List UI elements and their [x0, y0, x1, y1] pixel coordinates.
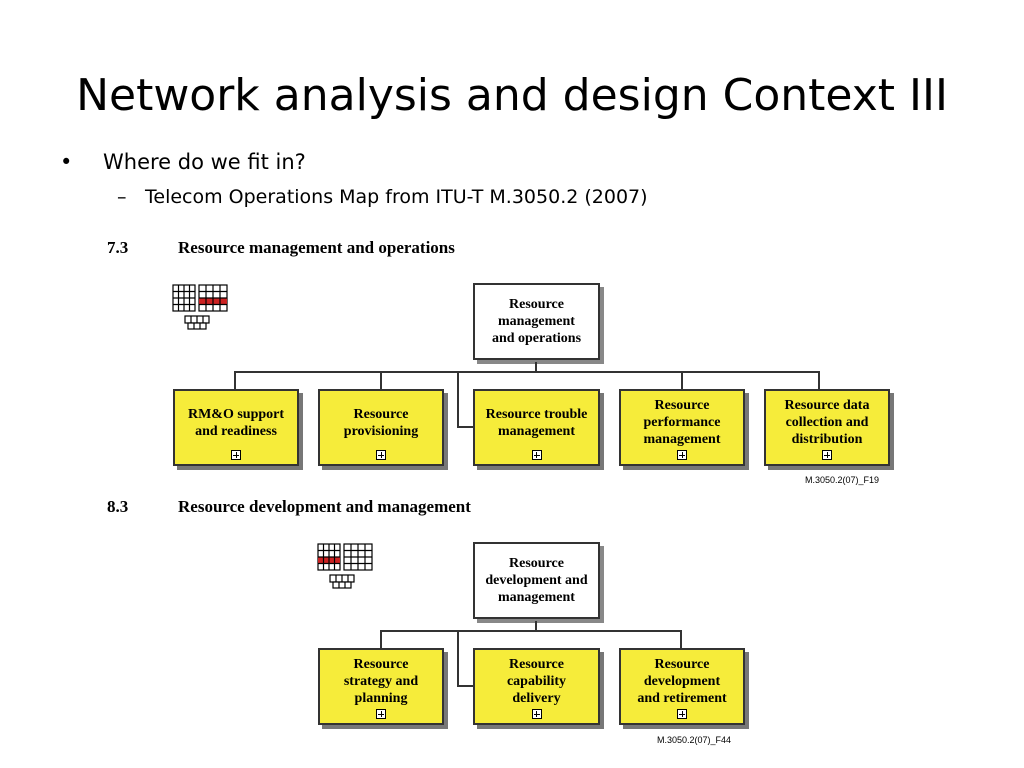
section-title: Resource development and management — [178, 497, 471, 516]
expand-plus-icon — [531, 450, 542, 460]
connector-line — [380, 630, 382, 648]
bullet-marker: • — [60, 150, 73, 174]
sub-bullet-text: Telecom Operations Map from ITU-T M.3050… — [145, 186, 648, 208]
child-box-rmo-support: RM&O support and readiness — [173, 389, 299, 466]
connector-line — [680, 630, 682, 648]
box-label: Resource management and operations — [491, 297, 582, 346]
parent-box-resource-management-operations: Resource management and operations — [473, 283, 600, 360]
child-box-resource-performance-management: Resource performance management — [619, 389, 745, 466]
child-box-resource-development-retirement: Resource development and retirement — [619, 648, 745, 725]
section-title: Resource management and operations — [178, 238, 455, 257]
box-label: Resource performance management — [643, 398, 721, 447]
expand-plus-icon — [231, 450, 241, 460]
box-label: Resource data collection and distributio… — [784, 398, 870, 447]
connector-line — [681, 371, 683, 389]
connector-line — [457, 685, 473, 687]
child-box-resource-provisioning: Resource provisioning — [318, 389, 444, 466]
box-label: Resource trouble management — [485, 406, 588, 439]
figure-reference: M.3050.2(07)_F44 — [657, 735, 732, 745]
expand-plus-icon — [677, 709, 687, 719]
process-grid-icon — [172, 284, 228, 330]
expand-plus-icon — [822, 450, 832, 460]
connector-line — [380, 371, 382, 389]
box-label: RM&O support and readiness — [187, 406, 285, 439]
connector-line — [234, 371, 820, 373]
box-label: Resource development and management — [485, 556, 588, 605]
box-label: Resource provisioning — [343, 406, 419, 439]
connector-line — [457, 426, 473, 428]
child-box-resource-trouble-management: Resource trouble management — [473, 389, 600, 466]
child-box-resource-capability-delivery: Resource capability delivery — [473, 648, 600, 725]
connector-line — [535, 621, 537, 631]
box-label: Resource capability delivery — [506, 657, 567, 706]
expand-plus-icon — [376, 709, 386, 719]
connector-line — [535, 362, 537, 372]
connector-line — [457, 630, 459, 687]
slide-title: Network analysis and design Context III — [76, 70, 948, 121]
process-grid-icon — [317, 543, 373, 589]
bullet-text: Where do we fit in? — [103, 150, 306, 174]
connector-line — [380, 630, 682, 632]
child-box-resource-data-collection: Resource data collection and distributio… — [764, 389, 890, 466]
expand-plus-icon — [531, 709, 542, 719]
figure-reference: M.3050.2(07)_F19 — [805, 475, 880, 485]
expand-plus-icon — [677, 450, 687, 460]
connector-line — [457, 371, 459, 428]
box-label: Resource development and retirement — [637, 657, 727, 706]
section-number: 8.3 — [107, 497, 129, 516]
expand-plus-icon — [376, 450, 386, 460]
section-number: 7.3 — [107, 238, 129, 257]
connector-line — [818, 371, 820, 389]
sub-bullet-marker: – — [117, 186, 127, 208]
box-label: Resource strategy and planning — [343, 657, 419, 706]
connector-line — [234, 371, 236, 389]
child-box-resource-strategy-planning: Resource strategy and planning — [318, 648, 444, 725]
parent-box-resource-development-management: Resource development and management — [473, 542, 600, 619]
